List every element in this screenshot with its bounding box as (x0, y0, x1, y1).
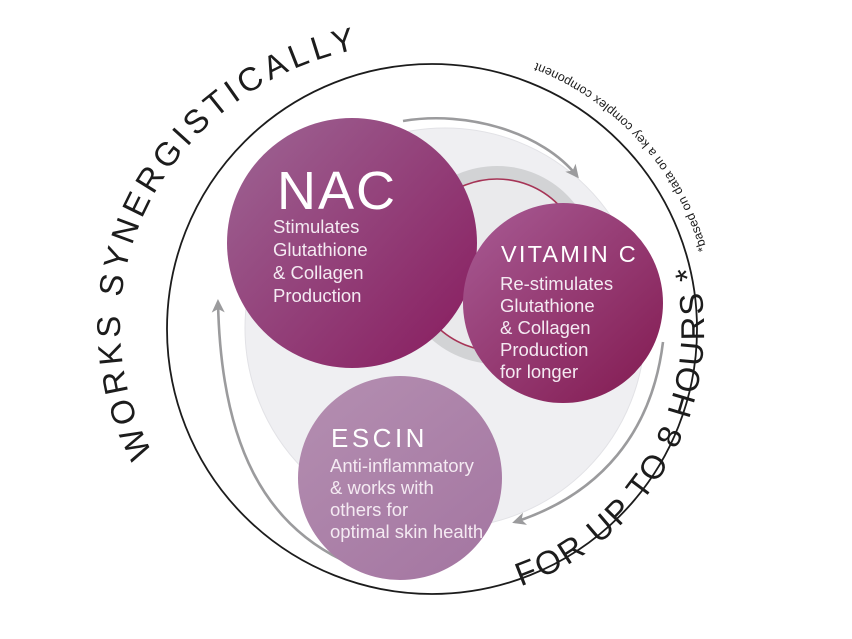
nac-description-line: Glutathione (273, 239, 368, 260)
vitamin-c-description-line: Production (500, 339, 588, 360)
outer-circle-outline (166, 63, 698, 595)
nac-title: NAC (277, 161, 397, 221)
vitamin-c-title: VITAMIN C (501, 241, 638, 267)
escin-title: ESCIN (331, 423, 428, 453)
escin-description-line: & works with (330, 477, 434, 498)
cycle-arrow-top (402, 117, 579, 179)
vitamin-c-bubble: VITAMIN C Re-stimulates Glutathione & Co… (463, 203, 663, 403)
nac-circle (227, 118, 477, 368)
cycle-arrow-left (211, 299, 343, 562)
escin-description-line: Anti-inflammatory (330, 455, 475, 476)
vitamin-c-description-line: & Collagen (500, 317, 591, 338)
escin-description-line: optimal skin health (330, 521, 483, 542)
vitamin-c-description-line: Glutathione (500, 295, 595, 316)
nac-bubble: NAC Stimulates Glutathione & Collagen Pr… (227, 118, 477, 368)
escin-bubble: ESCIN Anti-inflammatory & works with oth… (298, 376, 502, 580)
nac-description-line: Stimulates (273, 216, 359, 237)
nac-description-line: & Collagen (273, 262, 364, 283)
vitamin-c-description-line: Re-stimulates (500, 273, 613, 294)
vitamin-c-description-line: for longer (500, 361, 578, 382)
escin-description-line: others for (330, 499, 408, 520)
nac-description-line: Production (273, 285, 361, 306)
cycle-arrow-right (512, 341, 665, 525)
escin-circle (298, 376, 502, 580)
vitamin-c-circle (463, 203, 663, 403)
